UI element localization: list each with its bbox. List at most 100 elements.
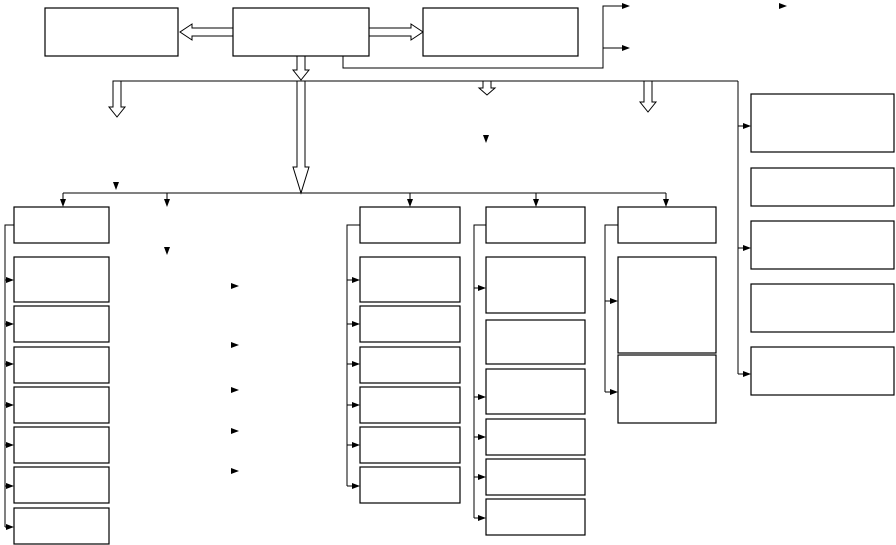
arrowhead-bus-drop-5 [663, 199, 669, 207]
arrowhead-floating-gap-3 [231, 387, 239, 393]
col1-box-3-box [13, 305, 110, 343]
right-box-2-rect [750, 167, 895, 207]
right-box-4-box [750, 283, 895, 333]
arrowhead-right-branch-1 [743, 123, 751, 129]
right-box-3-rect [750, 220, 895, 270]
arrowhead-floating-gap-5 [231, 468, 239, 474]
col1-bracket-trunk [4, 224, 14, 527]
fat-arrow-mid-branch [477, 80, 497, 96]
col3-box-6-box [485, 458, 586, 496]
arrowhead-bus-drop-3 [407, 199, 413, 207]
arrowhead-top-feeder-1 [622, 3, 630, 9]
col3-box-1-rect [485, 206, 586, 244]
col1-box-6-box [13, 426, 110, 464]
col3-box-7-box [485, 498, 586, 536]
right-box-4-rect [750, 283, 895, 333]
col2-bracket-arrowhead-2 [352, 321, 360, 327]
col1-bracket-arrowhead-5 [6, 442, 14, 448]
diagram-boxes [13, 7, 895, 545]
line-top-feeder [342, 5, 626, 69]
col2-box-3-rect [359, 305, 461, 343]
col1-box-8-box [13, 507, 110, 545]
col2-box-1-box [359, 206, 461, 244]
arrowhead-bus-extra [113, 182, 119, 190]
col3-box-7-rect [485, 498, 586, 536]
col1-box-4-box [13, 346, 110, 384]
col2-bracket-arrowhead-5 [352, 442, 360, 448]
col3-box-4-rect [485, 368, 586, 415]
right-box-5-rect [750, 346, 895, 396]
col1-box-1-rect [13, 206, 110, 244]
col2-box-3-box [359, 305, 461, 343]
col3-box-4-box [485, 368, 586, 415]
arrowhead-bus-drop-2 [164, 199, 170, 207]
right-box-2-box [750, 167, 895, 207]
col1-box-6-rect [13, 426, 110, 464]
col1-box-7-box [13, 466, 110, 504]
col1-box-3-rect [13, 305, 110, 343]
col1-bracket-arrowhead-2 [6, 321, 14, 327]
col1-box-5-box [13, 386, 110, 424]
right-box-5-box [750, 346, 895, 396]
right-box-1-box [750, 93, 895, 153]
col4-bracket-arrowhead-1 [610, 298, 618, 304]
col3-box-2-rect [485, 256, 586, 314]
arrowhead-top-feeder-2 [622, 45, 630, 51]
col1-bracket-arrowhead-6 [6, 483, 14, 489]
arrowhead-floating-mid [483, 135, 489, 143]
col1-box-2-box [13, 256, 110, 303]
right-box-3-box [750, 220, 895, 270]
col4-box-2-rect [617, 256, 717, 354]
top-center-rect [232, 7, 370, 57]
col2-box-5-box [359, 386, 461, 424]
col1-box-5-rect [13, 386, 110, 424]
col2-box-7-rect [359, 466, 461, 504]
col4-box-1-rect [617, 206, 717, 244]
col1-box-4-rect [13, 346, 110, 384]
fat-arrow-to-top-left [179, 23, 234, 41]
top-left-rect [44, 7, 179, 57]
col1-bracket-arrowhead-3 [6, 361, 14, 367]
col1-box-2-rect [13, 256, 110, 303]
col2-bracket-arrowhead-1 [352, 277, 360, 283]
arrowhead-top-far-right [779, 3, 787, 9]
col2-box-4-box [359, 346, 461, 384]
col4-bracket-trunk [604, 224, 618, 392]
fat-arrow-right-branch [638, 80, 658, 113]
col3-box-5-rect [485, 418, 586, 456]
col2-bracket-trunk [346, 224, 360, 486]
col4-box-3-rect [617, 354, 717, 424]
hollow-arrows [107, 23, 658, 195]
col3-box-2-box [485, 256, 586, 314]
arrowheads [6, 3, 787, 530]
top-right-rect [422, 7, 579, 57]
fat-arrow-down-from-top-center [291, 55, 311, 81]
col2-box-5-rect [359, 386, 461, 424]
col1-bracket-arrowhead-4 [6, 402, 14, 408]
arrowhead-floating-gap-2 [231, 342, 239, 348]
col2-box-7-box [359, 466, 461, 504]
col4-bracket-arrowhead-2 [610, 389, 618, 395]
col1-bracket-arrowhead-1 [6, 277, 14, 283]
col3-box-1-box [485, 206, 586, 244]
col4-box-3-box [617, 354, 717, 424]
col3-box-5-box [485, 418, 586, 456]
arrowhead-right-branch-2 [743, 245, 751, 251]
arrowhead-bus-drop-1 [60, 199, 66, 207]
col2-bracket-arrowhead-6 [352, 483, 360, 489]
col3-bracket-trunk [473, 224, 486, 518]
top-center-box [232, 7, 370, 57]
col2-bracket-arrowhead-4 [352, 402, 360, 408]
arrowhead-bus-drop-4 [533, 199, 539, 207]
col2-box-2-rect [359, 256, 461, 303]
col3-box-3-box [485, 319, 586, 365]
col3-bracket-arrowhead-4 [478, 474, 486, 480]
fat-arrow-center-long [292, 80, 310, 195]
col1-box-1-box [13, 206, 110, 244]
col2-box-4-rect [359, 346, 461, 384]
top-left-box [44, 7, 179, 57]
arrowhead-floating-gap-1 [231, 283, 239, 289]
col3-bracket-arrowhead-1 [478, 285, 486, 291]
col3-bracket-arrowhead-5 [478, 515, 486, 521]
